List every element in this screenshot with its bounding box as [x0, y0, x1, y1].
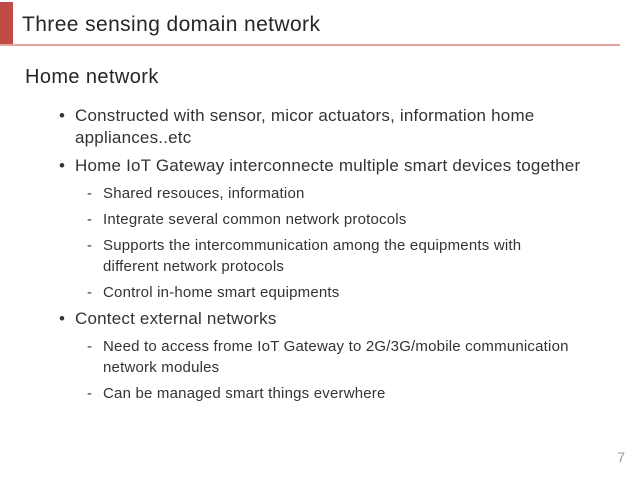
dash-marker: - — [87, 385, 93, 402]
bullet-text: Can be managed smart things everwhere — [103, 385, 386, 402]
dash-marker: - — [87, 284, 93, 301]
sub-bullet-item: -Need to access frome IoT Gateway to 2G/… — [85, 336, 625, 378]
sub-bullet-item: -Control in-home smart equipments — [85, 282, 625, 303]
bullet-text: Home IoT Gateway interconnecte multiple … — [75, 156, 581, 175]
page-number: 7 — [617, 449, 625, 465]
bullet-item: • Constructed with sensor, micor actuator… — [57, 105, 625, 149]
sub-bullet-item: -Can be managed smart things everwhere — [85, 383, 625, 404]
bullet-text: Constructed with sensor, micor actuators… — [75, 106, 535, 147]
bullet-marker: • — [59, 156, 66, 175]
title-accent-bar — [0, 2, 13, 45]
bullet-text: Supports the intercommunication among th… — [103, 237, 522, 275]
dash-marker: - — [87, 338, 93, 355]
bullet-text: Shared resouces, information — [103, 185, 305, 202]
dash-marker: - — [87, 211, 93, 228]
slide-body: Home network • Constructed with sensor, m… — [25, 64, 625, 409]
bullet-marker: • — [59, 106, 66, 125]
sub-bullet-item: -Supports the intercommunication among t… — [85, 235, 625, 277]
bullet-text: Integrate several common network protoco… — [103, 211, 407, 228]
bullet-marker: • — [59, 309, 66, 328]
dash-marker: - — [87, 237, 93, 254]
section-heading: Home network — [25, 66, 159, 88]
bullet-text: Control in-home smart equipments — [103, 284, 340, 301]
bullet-item: • Contect external networks — [57, 308, 625, 330]
title-underline-rule — [0, 44, 620, 46]
bullet-list: • Constructed with sensor, micor actuator… — [25, 105, 625, 404]
sub-bullet-item: -Shared resouces, information — [85, 183, 625, 204]
bullet-text: Contect external networks — [75, 309, 277, 328]
dash-marker: - — [87, 185, 93, 202]
bullet-item: • Home IoT Gateway interconnecte multiple… — [57, 155, 625, 177]
slide-title: Three sensing domain network — [22, 13, 321, 36]
bullet-text: Need to access frome IoT Gateway to 2G/3… — [103, 338, 569, 376]
sub-bullet-item: -Integrate several common network protoc… — [85, 209, 625, 230]
